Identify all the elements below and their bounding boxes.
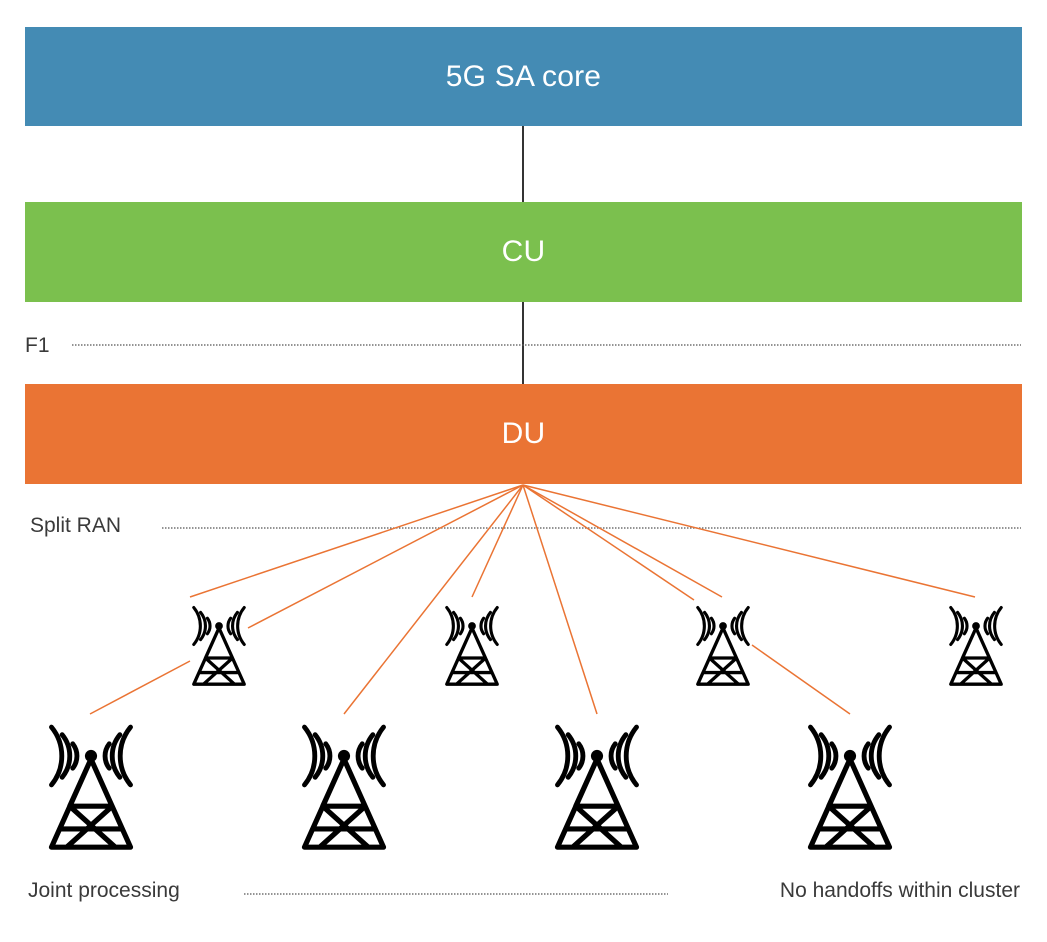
cell-tower-icon [445,605,499,686]
link-large-2 [343,484,524,715]
link-small-3b [522,484,723,598]
core-label: 5G SA core [445,59,602,93]
du-label: DU [501,417,546,450]
cell-tower-icon [304,727,383,847]
cell-tower-icon [696,605,750,686]
cu-layer: CU [25,202,1022,302]
core-layer: 5G SA core [25,27,1022,126]
cell-tower-icon [949,605,1003,686]
cell-tower-icon [51,727,130,847]
cell-tower-icon [557,727,636,847]
cell-tower-icon [192,605,246,686]
f1-interface-label: F1 [25,334,50,357]
link-small-4 [522,484,976,598]
link-large-4 [751,644,851,715]
link-small-1b [247,484,524,629]
cell-tower-icon [810,727,889,847]
link-large-3 [522,484,598,715]
link-small-2 [471,484,524,598]
no-handoffs-label: No handoffs within cluster [779,879,1020,902]
split-ran-label: Split RAN [30,514,122,537]
du-fanout-links [89,484,976,715]
link-large-1 [89,660,191,715]
link-small-3 [522,484,695,601]
du-layer: DU [25,384,1022,484]
link-small-1 [189,484,524,598]
cu-label: CU [501,235,546,268]
joint-processing-label: Joint processing [28,879,180,902]
